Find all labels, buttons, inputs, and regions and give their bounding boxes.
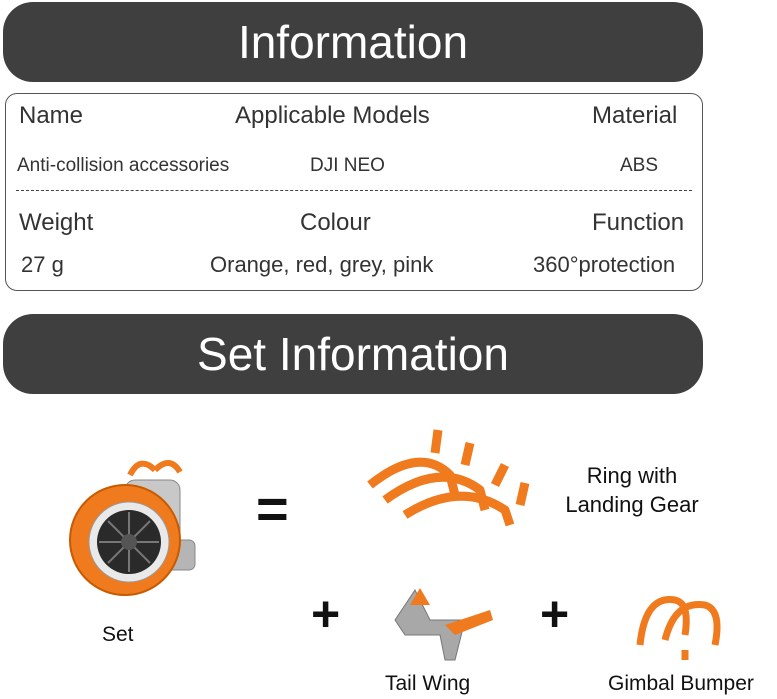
information-banner: Information [3,2,703,82]
ring-label-line2: Landing Gear [565,492,699,517]
header-colour: Colour [300,209,371,236]
plus-sign-1: + [311,586,341,642]
tail-wing-image [394,588,493,661]
ring-label-line1: Ring with [586,463,678,488]
set-information-banner: Set Information [3,314,703,394]
gimbal-bumper-image [636,596,721,660]
value-function: 360°protection [533,252,676,277]
header-function: Function [592,209,685,236]
header-material: Material [592,102,678,129]
value-material: ABS [620,155,659,176]
header-models: Applicable Models [235,102,430,129]
set-label: Set [102,623,134,646]
ring-landing-gear-image [367,429,530,527]
set-information-title: Set Information [197,328,509,380]
equals-sign: = [256,477,289,540]
info-table: Name Applicable Models Material Anti-col… [5,93,703,291]
value-colour: Orange, red, grey, pink [210,252,434,277]
drone-set-image [69,460,196,596]
value-name: Anti-collision accessories [17,155,230,176]
ring-label: Ring with Landing Gear [552,461,712,519]
header-weight: Weight [19,209,94,236]
plus-sign-2: + [540,586,570,642]
header-name: Name [19,102,84,129]
value-weight: 27 g [21,252,64,277]
information-title: Information [237,16,469,68]
value-models: DJI NEO [310,155,385,176]
gimbal-bumper-label: Gimbal Bumper [608,672,754,695]
divider [16,190,692,191]
tail-wing-label: Tail Wing [385,672,471,695]
